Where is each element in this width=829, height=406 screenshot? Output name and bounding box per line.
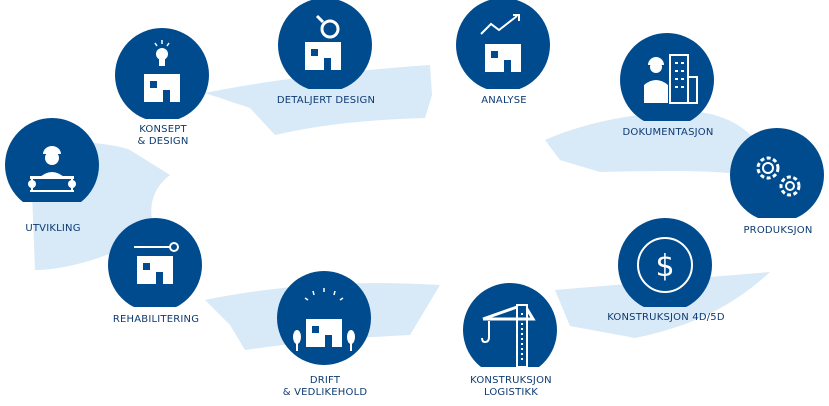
stage-label-line: LOGISTIKK (483, 387, 539, 398)
stage-circle (278, 0, 374, 89)
lightbulb-building-icon (115, 28, 209, 119)
stage-label-line: KONSTRUKSJON 4D/5D (607, 312, 725, 323)
gears-icon (730, 128, 824, 218)
stage-label-line: DRIFT (309, 375, 341, 386)
crane-icon (463, 283, 557, 367)
stage-label-line: DETALJERT DESIGN (276, 95, 376, 106)
stage-circle (115, 28, 211, 119)
stage-label: ANALYSE (404, 95, 604, 107)
stage-label-line: & DESIGN (137, 136, 189, 147)
stage-label-line: ANALYSE (481, 95, 527, 106)
stage-circle (108, 218, 204, 307)
stage-circle (456, 0, 552, 89)
engineer-documents-icon (620, 33, 714, 121)
band-analyse-dokumentasjon (545, 111, 775, 180)
stage-label: PRODUKSJON (678, 225, 829, 237)
stage-label: DRIFT& VEDLIKEHOLD (225, 375, 425, 399)
stage-label-line: & VEDLIKEHOLD (282, 387, 368, 398)
stage-circle: $ (618, 218, 714, 307)
stage-label: DETALJERT DESIGN (226, 95, 426, 107)
stage-label-line: REHABILITERING (112, 314, 200, 325)
stage-label-line: UTVIKLING (25, 223, 81, 234)
stage-label-line: PRODUKSJON (743, 225, 813, 236)
stage-circle (620, 33, 716, 121)
trend-building-icon (456, 0, 550, 89)
stage-label: UTVIKLING (0, 223, 153, 235)
svg-text:$: $ (655, 249, 674, 284)
dollar-clock-icon: $ (618, 218, 712, 307)
stage-label-line: DOKUMENTASJON (622, 127, 714, 138)
building-trees-icon (277, 271, 371, 365)
stage-circle (277, 271, 373, 366)
stage-circle (5, 118, 101, 202)
stage-label: DOKUMENTASJON (568, 127, 768, 139)
stage-label: REHABILITERING (56, 314, 256, 326)
band-konsept-detaljert (205, 65, 432, 135)
magnifier-building-icon (278, 0, 372, 89)
stage-label: KONSTRUKSJON 4D/5D (566, 312, 766, 324)
engineer-with-blueprint-icon (5, 118, 99, 202)
stage-label-line: KONSTRUKSJON (470, 375, 552, 386)
stage-label: KONSEPT& DESIGN (63, 124, 263, 148)
stage-label-line: KONSEPT (139, 124, 187, 135)
stage-circle (730, 128, 826, 218)
building-repair-icon (108, 218, 202, 307)
stage-circle (463, 283, 559, 367)
